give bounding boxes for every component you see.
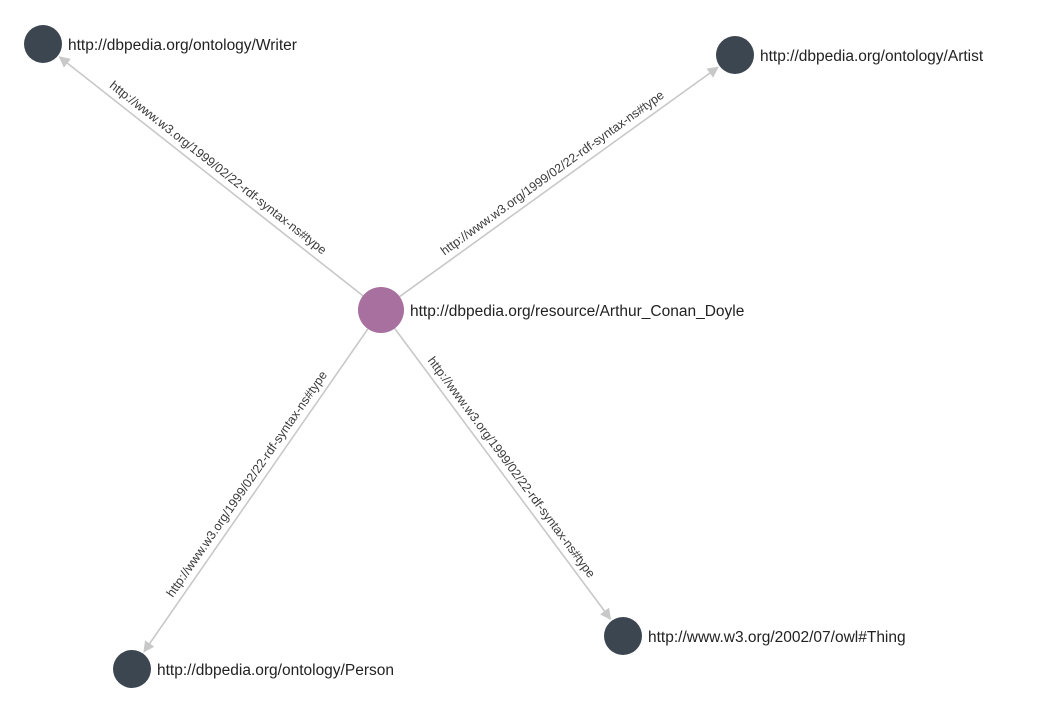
node-circle-artist[interactable] <box>716 36 754 74</box>
edge-label-artist: http://www.w3.org/1999/02/22-rdf-syntax-… <box>438 88 667 258</box>
edge-line-person[interactable] <box>143 328 369 653</box>
edge-label-writer: http://www.w3.org/1999/02/22-rdf-syntax-… <box>107 78 329 257</box>
edge-line-artist[interactable] <box>399 66 719 298</box>
nodes-layer: http://dbpedia.org/resource/Arthur_Conan… <box>24 25 984 688</box>
edge-line-writer[interactable] <box>58 56 364 297</box>
node-circle-thing[interactable] <box>604 617 642 655</box>
node-circle-arthur[interactable] <box>358 287 404 333</box>
node-arthur[interactable]: http://dbpedia.org/resource/Arthur_Conan… <box>358 287 744 333</box>
node-label-artist: http://dbpedia.org/ontology/Artist <box>760 48 984 65</box>
edges-layer: http://www.w3.org/1999/02/22-rdf-syntax-… <box>58 56 719 653</box>
node-writer[interactable]: http://dbpedia.org/ontology/Writer <box>24 25 297 63</box>
node-thing[interactable]: http://www.w3.org/2002/07/owl#Thing <box>604 617 906 655</box>
node-artist[interactable]: http://dbpedia.org/ontology/Artist <box>716 36 984 74</box>
node-label-person: http://dbpedia.org/ontology/Person <box>157 662 394 679</box>
node-circle-writer[interactable] <box>24 25 62 63</box>
edge-line-thing[interactable] <box>394 327 612 621</box>
node-label-arthur: http://dbpedia.org/resource/Arthur_Conan… <box>410 303 744 320</box>
node-person[interactable]: http://dbpedia.org/ontology/Person <box>113 650 394 688</box>
edge-label-person: http://www.w3.org/1999/02/22-rdf-syntax-… <box>164 368 330 599</box>
node-circle-person[interactable] <box>113 650 151 688</box>
node-label-writer: http://dbpedia.org/ontology/Writer <box>68 37 297 54</box>
edge-label-thing: http://www.w3.org/1999/02/22-rdf-syntax-… <box>425 354 598 581</box>
node-label-thing: http://www.w3.org/2002/07/owl#Thing <box>648 629 906 646</box>
